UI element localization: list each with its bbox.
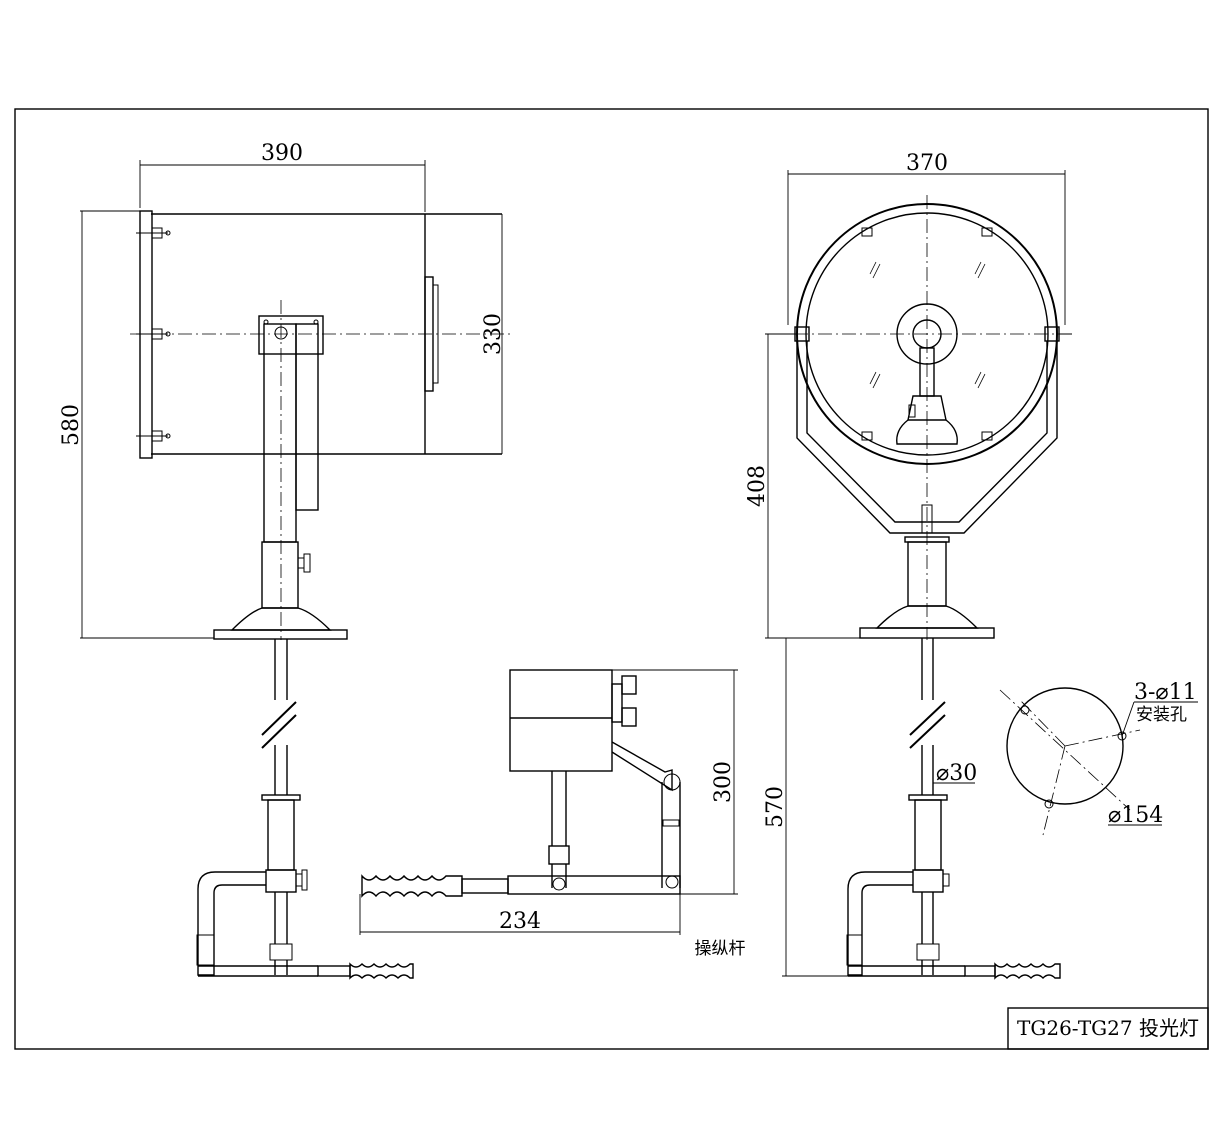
dim-front-width: 370 — [906, 151, 948, 176]
side-view: 390 330 580 — [59, 141, 510, 980]
dim-rod-diameter: ⌀30 — [936, 761, 977, 786]
title-text: TG26-TG27 投光灯 — [1017, 1016, 1199, 1040]
dim-hole-label: 安装孔 — [1136, 705, 1187, 725]
dim-side-height: 580 — [59, 404, 84, 446]
title-block: TG26-TG27 投光灯 — [1007, 1007, 1209, 1050]
lever-detail: 300 234 操纵杆 — [359, 669, 746, 959]
dim-bolt-circle: ⌀154 — [1108, 803, 1163, 828]
front-view: 370 408 570 ⌀30 — [745, 151, 1075, 980]
dim-post-length: 570 — [763, 786, 788, 828]
dim-lamp-depth: 330 — [481, 313, 506, 355]
dim-front-height: 408 — [745, 465, 770, 507]
dim-lever-height: 300 — [711, 761, 736, 803]
bezel-clamp-top — [136, 227, 171, 239]
drawing-frame — [14, 108, 1209, 1050]
dim-side-width: 390 — [261, 141, 303, 166]
lever-caption: 操纵杆 — [695, 939, 746, 959]
bolt-circle-detail: 3-⌀11 安装孔 ⌀154 — [999, 680, 1198, 836]
bezel-clamp-bottom — [136, 430, 171, 442]
dim-hole-spec: 3-⌀11 — [1134, 680, 1197, 705]
dim-lever-length: 234 — [499, 909, 541, 934]
